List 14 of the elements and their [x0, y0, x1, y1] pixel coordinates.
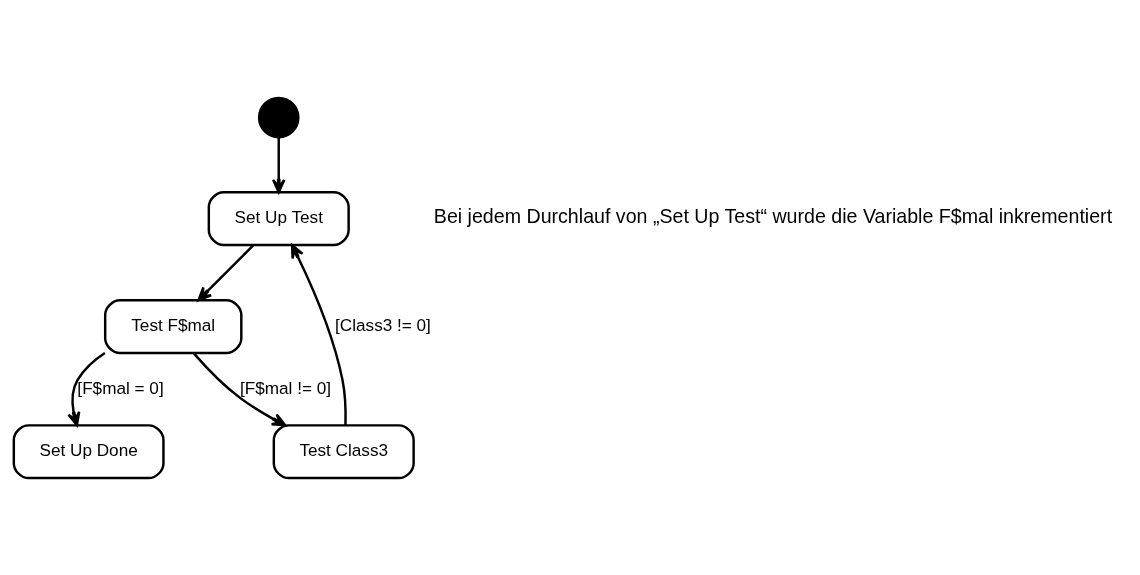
arrow: [272, 136, 286, 193]
arrow: [197, 244, 255, 301]
arrow: [290, 243, 347, 425]
node-box: Set Up Test: [207, 190, 350, 246]
node-box: Test Class3: [272, 423, 415, 479]
arrow: [192, 351, 287, 426]
node-box: Set Up Done: [12, 423, 165, 479]
node-circle: [257, 96, 300, 138]
edge-label: [F$mal = 0]: [77, 377, 164, 398]
label: Bei jedem Durchlauf von „Set Up Test“ wurde die Variable F$mal inkrementiert: [433, 204, 1113, 227]
edge-label: [F$mal != 0]: [239, 377, 331, 398]
arrow: [67, 351, 106, 426]
edge-label: [Class3 != 0]: [335, 314, 431, 335]
node-box: Test F$mal: [103, 298, 243, 354]
